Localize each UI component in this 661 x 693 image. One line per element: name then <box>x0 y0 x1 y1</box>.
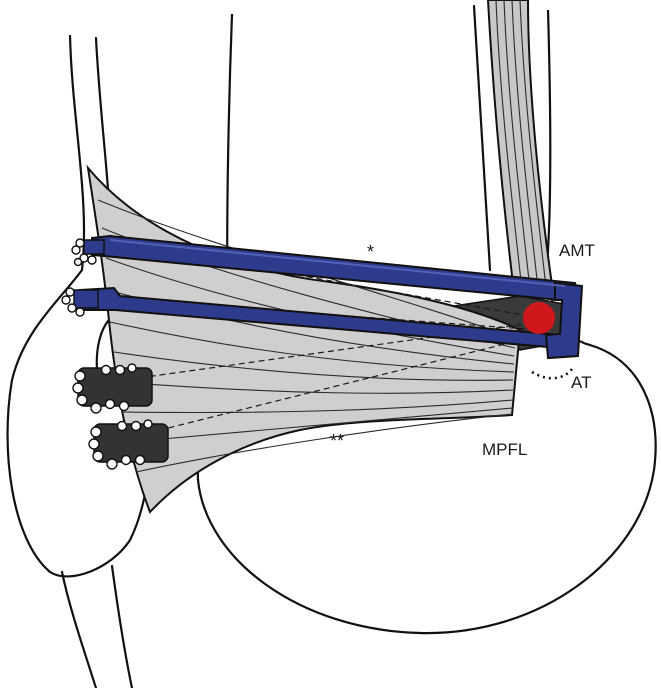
adductor-tubercle-dot <box>523 302 555 334</box>
mpfl-fiber-7 <box>117 381 514 394</box>
amt-fiber-4 <box>519 0 547 288</box>
label-amt: AMT <box>559 241 595 260</box>
at-dotted-arc <box>531 365 576 380</box>
dashed-path-4 <box>119 333 546 441</box>
blue-graft <box>79 234 584 360</box>
patellar-anchors <box>61 238 169 470</box>
anchor-lower-1 <box>72 363 153 414</box>
anchor-top <box>71 238 105 267</box>
mpfl-fiber-6 <box>113 351 514 381</box>
label-single-star: * <box>367 242 374 262</box>
amt-fiber-1 <box>495 0 523 291</box>
graft-loop-end <box>544 281 584 360</box>
graft-highlight <box>109 239 566 287</box>
label-double-star: ** <box>330 431 344 451</box>
amt-fiber-3 <box>511 0 539 289</box>
mpfl-fiber-8 <box>121 399 514 414</box>
label-mpfl: MPFL <box>482 440 527 459</box>
mpfl-fiber-10 <box>135 413 513 473</box>
patellar-tendon-line-2 <box>110 564 134 690</box>
anchor-middle <box>61 287 99 317</box>
anchor-lower-2 <box>88 419 169 470</box>
mpfl-fiber-9 <box>127 407 514 443</box>
patellar-tendon-line-1 <box>60 570 98 690</box>
label-at: AT <box>571 373 591 392</box>
femur-medial-line <box>472 4 492 272</box>
amt-fiber-2 <box>503 0 531 290</box>
mpfl-fiber-5 <box>109 321 515 373</box>
